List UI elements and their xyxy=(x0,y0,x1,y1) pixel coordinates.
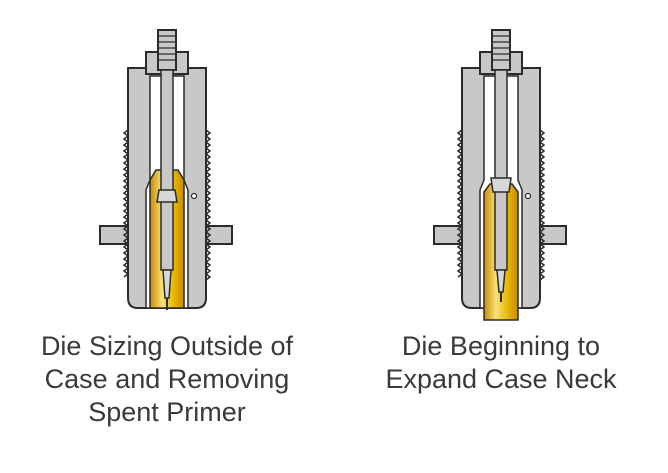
caption-line: Case and Removing xyxy=(44,364,290,394)
sizing-die-illustration xyxy=(99,29,233,310)
die-threads xyxy=(122,129,212,281)
rod-threads xyxy=(492,35,510,61)
vent-hole xyxy=(524,192,532,200)
expanding-die-illustration xyxy=(433,29,567,321)
expander-ball xyxy=(490,177,512,193)
decapping-pin xyxy=(496,269,506,293)
caption-line: Die Sizing Outside of xyxy=(40,331,294,361)
decapping-pin xyxy=(162,269,172,299)
decapping-rod xyxy=(160,69,174,271)
expander-ball xyxy=(156,189,178,203)
caption-line: Die Beginning to xyxy=(401,331,601,361)
vent-hole xyxy=(190,192,198,200)
diagram-sizing-die: Die Sizing Outside of Case and Removing … xyxy=(0,29,334,429)
rod-threads xyxy=(158,35,176,61)
caption-expanding: Die Beginning to Expand Case Neck xyxy=(334,330,668,396)
caption-line: Expand Case Neck xyxy=(385,364,617,394)
caption-line: Spent Primer xyxy=(88,397,246,427)
decapping-rod xyxy=(494,69,508,271)
diagram-expanding-die: Die Beginning to Expand Case Neck xyxy=(334,0,668,473)
die-threads xyxy=(456,129,546,281)
caption-sizing: Die Sizing Outside of Case and Removing … xyxy=(0,330,334,429)
